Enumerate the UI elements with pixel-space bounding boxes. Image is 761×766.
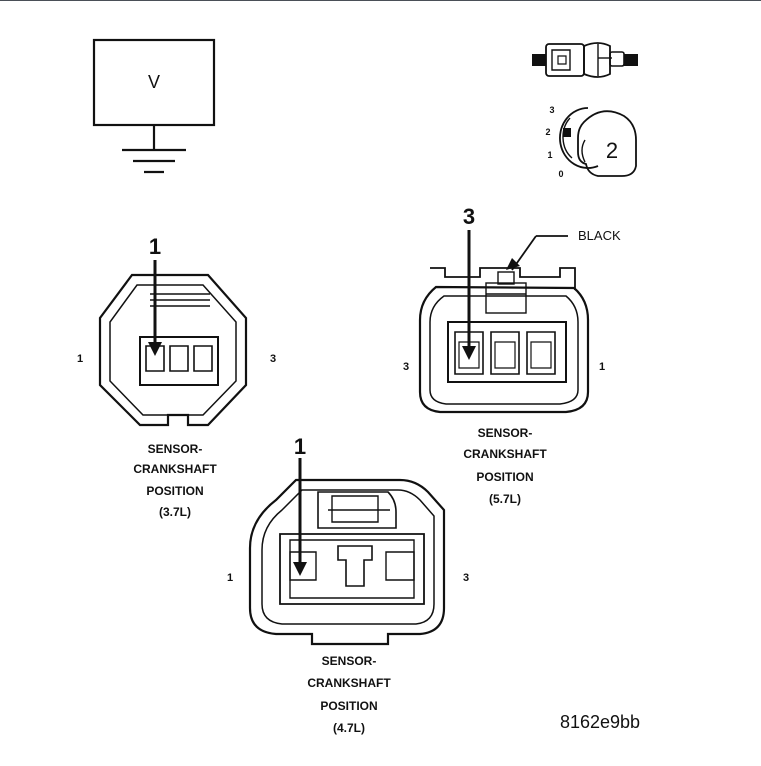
svg-text:CRANKSHAFT: CRANKSHAFT	[307, 676, 391, 690]
svg-text:(3.7L): (3.7L)	[159, 505, 191, 519]
side-pin-right: 3	[270, 353, 276, 365]
svg-text:(4.7L): (4.7L)	[333, 721, 365, 735]
svg-text:2: 2	[545, 127, 550, 137]
svg-text:1: 1	[547, 150, 552, 160]
side-pin-left: 1	[77, 353, 83, 365]
side-pin-left: 3	[403, 361, 409, 373]
svg-text:POSITION: POSITION	[476, 470, 533, 484]
svg-text:SENSOR-: SENSOR-	[478, 426, 533, 440]
connector-4-7l: 1 1 3 SENSOR- CRANKSHAFT POSITION (4.7L)	[227, 434, 469, 735]
black-callout: BLACK	[506, 228, 621, 271]
side-pin-left: 1	[227, 572, 233, 584]
key-number: 2	[606, 138, 618, 163]
svg-text:CRANKSHAFT: CRANKSHAFT	[133, 462, 217, 476]
pointer-pin-number: 1	[149, 234, 161, 259]
figure-id: 8162e9bb	[560, 712, 640, 732]
svg-text:POSITION: POSITION	[146, 484, 203, 498]
svg-text:3: 3	[549, 105, 554, 115]
ground-icon	[122, 148, 186, 174]
connector-view-icon	[532, 42, 638, 78]
svg-text:SENSOR-: SENSOR-	[322, 654, 377, 668]
svg-text:(5.7L): (5.7L)	[489, 492, 521, 506]
voltmeter-symbol: V	[92, 38, 216, 174]
pointer-pin-number: 1	[294, 434, 306, 459]
color-callout-label: BLACK	[578, 228, 621, 243]
key-position-icon: 3 2 1 0 2	[545, 105, 637, 179]
connector-5-7l: 3 BLACK 3 1 SENSOR- CRANKSHAFT POSITION …	[403, 204, 621, 506]
side-pin-right: 1	[599, 361, 605, 373]
svg-text:CRANKSHAFT: CRANKSHAFT	[463, 447, 547, 461]
svg-text:SENSOR-: SENSOR-	[148, 442, 203, 456]
connector-caption: SENSOR- CRANKSHAFT POSITION (3.7L)	[133, 442, 217, 519]
connector-caption: SENSOR- CRANKSHAFT POSITION (5.7L)	[463, 426, 547, 506]
pointer-pin-number: 3	[463, 204, 475, 229]
connector-3-7l: 1 1 3 SENSOR- CRANKSHAFT POSITION (3.7L)	[77, 234, 276, 519]
side-pin-right: 3	[463, 572, 469, 584]
top-border	[0, 0, 761, 1]
voltmeter-label: V	[148, 72, 160, 92]
svg-text:0: 0	[558, 169, 563, 179]
svg-text:POSITION: POSITION	[320, 699, 377, 713]
connector-caption: SENSOR- CRANKSHAFT POSITION (4.7L)	[307, 654, 391, 735]
